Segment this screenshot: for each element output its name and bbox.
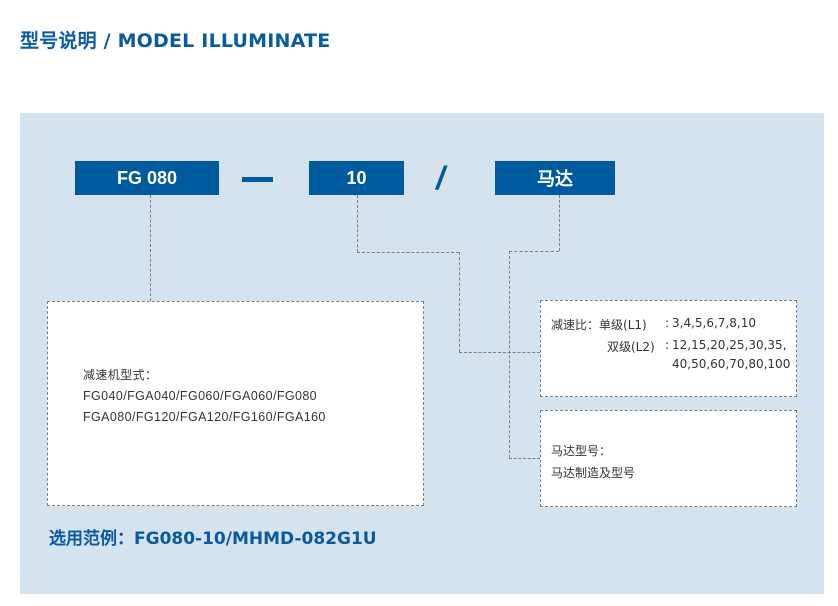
double-stage-values-line1: 12,15,20,25,30,35, — [672, 338, 787, 352]
connector-gearbox — [150, 195, 151, 301]
double-stage-label: 双级(L2) — [607, 340, 655, 354]
code-segment-ratio: 10 — [309, 161, 404, 195]
connector-motor-h1 — [509, 251, 559, 252]
motor-type-label: 马达型号： — [551, 444, 612, 458]
gearbox-models-line1: FG040/FGA040/FG060/FGA060/FG080 — [83, 389, 318, 403]
code-segment-motor: 马达 — [495, 161, 615, 195]
connector-ratio-h2 — [459, 352, 540, 353]
single-colon: : — [665, 316, 670, 330]
single-stage-values: 3,4,5,6,7,8,10 — [672, 316, 756, 330]
slash-separator: / — [436, 160, 445, 196]
connector-motor-h2 — [509, 458, 540, 459]
connector-motor-v1 — [559, 195, 560, 251]
dash-separator — [242, 177, 273, 182]
connector-ratio-v1 — [357, 195, 358, 252]
motor-type-box: 马达型号： 马达制造及型号 — [540, 410, 797, 507]
gearbox-type-label: 减速机型式： — [83, 368, 158, 382]
double-stage-values-line2: 40,50,60,70,80,100 — [672, 357, 791, 371]
connector-motor-v2 — [509, 251, 510, 458]
double-colon: : — [665, 338, 670, 352]
connector-ratio-v2 — [459, 252, 460, 352]
ratio-box: 减速比：单级(L1) : 3,4,5,6,7,8,10 双级(L2) : 12,… — [540, 300, 797, 397]
page-title: 型号说明 / MODEL ILLUMINATE — [20, 30, 331, 52]
connector-ratio-h1 — [357, 252, 459, 253]
code-segment-gearbox: FG 080 — [75, 161, 219, 195]
gearbox-type-box: 减速机型式： FG040/FGA040/FG060/FGA060/FG080 F… — [47, 301, 424, 506]
single-stage-label: 单级(L1) — [599, 318, 647, 332]
motor-type-description: 马达制造及型号 — [551, 466, 636, 480]
ratio-label: 减速比： — [551, 318, 600, 332]
selection-example: 选用范例：FG080-10/MHMD-082G1U — [49, 529, 377, 549]
gearbox-models-line2: FGA080/FG120/FGA120/FG160/FGA160 — [83, 410, 326, 424]
